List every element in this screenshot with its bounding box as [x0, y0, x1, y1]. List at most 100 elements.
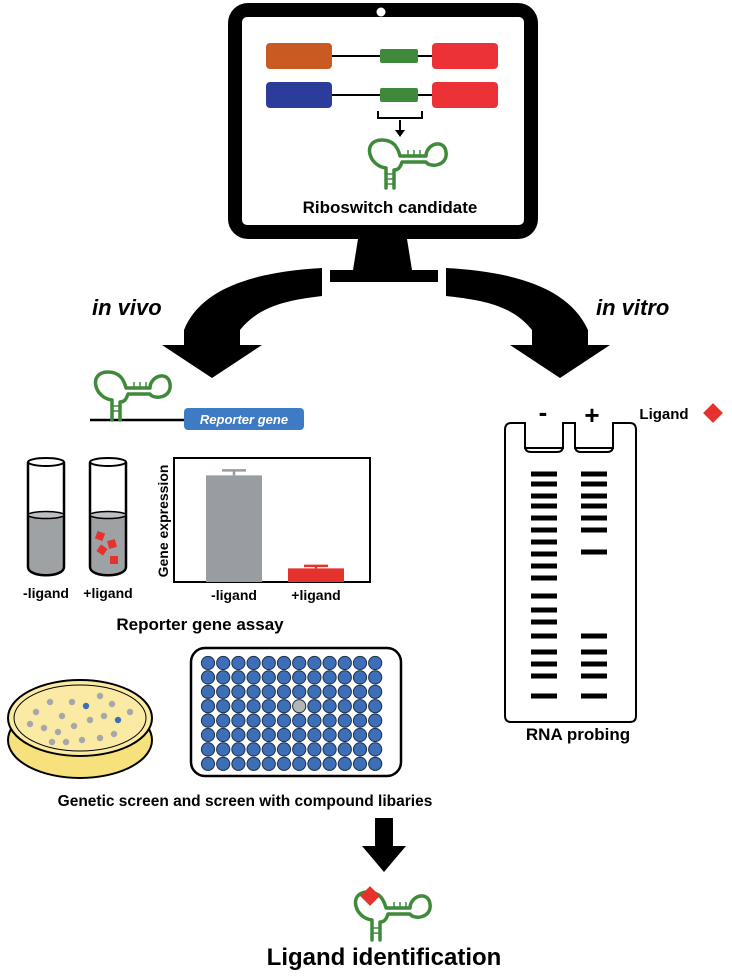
well	[276, 756, 292, 771]
well	[307, 713, 322, 728]
well	[292, 684, 307, 699]
riboswitch-segment	[380, 88, 418, 102]
band-plus	[581, 503, 607, 509]
tube-plus-ligand	[88, 457, 128, 577]
colony	[86, 716, 94, 724]
well	[322, 670, 337, 685]
well	[322, 655, 337, 671]
well	[200, 756, 216, 771]
well	[352, 713, 368, 728]
well	[231, 655, 246, 671]
branch-arrows: in vivo in vitro	[92, 268, 669, 378]
colony	[126, 708, 134, 716]
colony	[82, 702, 90, 710]
well	[246, 699, 261, 714]
well	[216, 684, 231, 699]
well	[231, 742, 246, 757]
well	[292, 727, 307, 743]
gel-bands	[531, 471, 607, 699]
band-plus	[581, 515, 607, 521]
colony	[96, 692, 104, 700]
reporter-gene-box	[184, 408, 304, 430]
well	[352, 699, 368, 714]
gene-block-red	[432, 82, 498, 108]
gene-block-navy	[266, 82, 332, 108]
monitor-stand	[353, 239, 412, 270]
colony	[100, 712, 108, 720]
well	[322, 727, 337, 743]
in-vitro-panel: - + Ligand RNA probing	[504, 397, 723, 744]
well	[368, 684, 383, 699]
well	[337, 727, 352, 743]
well	[368, 670, 383, 685]
well	[276, 670, 292, 685]
well	[276, 742, 292, 757]
well	[352, 756, 368, 771]
band-minus	[531, 539, 557, 545]
band-plus	[581, 527, 607, 533]
riboswitch-segment	[380, 49, 418, 63]
ligand-icon	[96, 544, 108, 556]
well	[292, 713, 307, 728]
well	[246, 756, 261, 771]
well	[337, 699, 352, 714]
band-plus	[581, 481, 607, 487]
well	[246, 727, 261, 743]
well	[200, 670, 216, 685]
reporter-gene-label: Reporter gene	[200, 412, 288, 427]
well	[337, 756, 352, 771]
well	[276, 727, 292, 743]
well	[368, 713, 383, 728]
well	[216, 699, 231, 714]
well	[231, 756, 246, 771]
well	[307, 756, 322, 771]
riboswitch-hairpin-icon	[367, 138, 448, 190]
well	[246, 742, 261, 757]
well	[261, 699, 276, 714]
band-plus	[581, 493, 607, 499]
colony	[78, 736, 86, 744]
reporter-construct: Reporter gene	[90, 370, 304, 430]
well	[292, 670, 307, 685]
band-minus	[531, 471, 557, 477]
colonies	[26, 692, 134, 746]
well	[337, 655, 352, 671]
band-minus	[531, 551, 557, 557]
well	[261, 742, 276, 757]
band-minus	[531, 693, 557, 699]
well	[216, 727, 231, 743]
band-plus	[581, 471, 607, 477]
well	[216, 713, 231, 728]
monitor-base	[330, 270, 438, 282]
colony	[70, 722, 78, 730]
colony	[32, 708, 40, 716]
well	[292, 655, 307, 671]
well	[276, 655, 292, 671]
well	[368, 655, 383, 671]
well	[231, 670, 246, 685]
well-plate	[189, 646, 403, 778]
band-minus	[531, 575, 557, 581]
well	[246, 670, 261, 685]
result-title: Ligand identification	[267, 944, 502, 971]
ligand-legend-label: Ligand	[639, 406, 688, 423]
webcam-icon	[376, 7, 386, 17]
well	[200, 727, 216, 743]
well	[307, 655, 322, 671]
well	[261, 670, 276, 685]
ligand-icon	[360, 886, 380, 906]
ligand-icon	[110, 556, 118, 564]
well	[276, 713, 292, 728]
well	[200, 655, 216, 671]
screen-caption: Genetic screen and screen with compound …	[58, 793, 433, 810]
well	[352, 727, 368, 743]
colony	[58, 712, 66, 720]
well	[246, 655, 261, 671]
well	[322, 684, 337, 699]
in-vivo-label: in vivo	[92, 295, 162, 320]
ligand-icon	[107, 539, 117, 549]
well	[292, 742, 307, 757]
band-plus	[581, 661, 607, 667]
well	[337, 670, 352, 685]
